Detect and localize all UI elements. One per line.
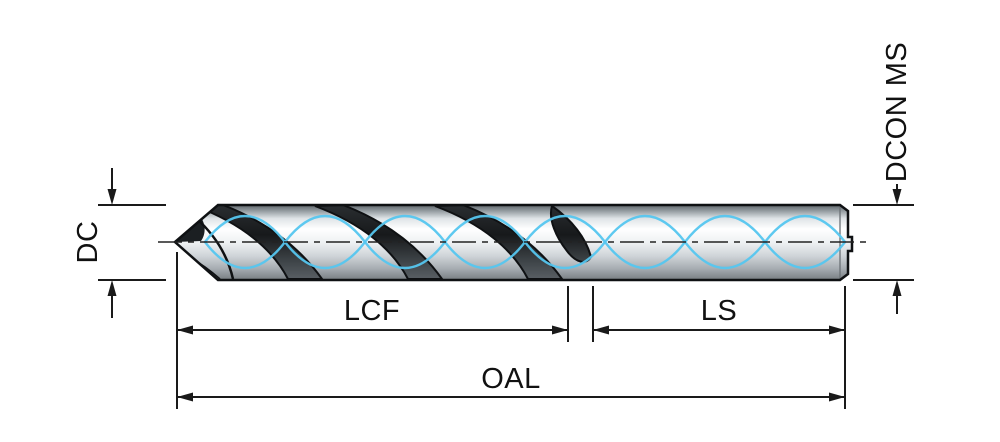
oal-arrowhead-left: [177, 392, 193, 402]
dc-arrowhead-bottom: [107, 280, 117, 296]
drill-outline: [173, 203, 854, 282]
dc-arrowhead-top: [107, 189, 117, 205]
ls-arrowhead-left: [593, 325, 609, 335]
lcf-label: LCF: [344, 295, 400, 327]
ls-dimension: LS: [592, 286, 846, 409]
dc-label: DC: [72, 221, 104, 264]
dcon-arrowhead-top: [892, 189, 902, 205]
lcf-dimension: LCF: [176, 252, 569, 409]
cutting-lip-line: [195, 217, 235, 280]
ls-arrowhead-right: [829, 325, 845, 335]
oal-label: OAL: [481, 363, 541, 395]
dcon-arrowhead-bottom: [892, 280, 902, 296]
oal-arrowhead-right: [829, 392, 845, 402]
oal-dimension: OAL: [177, 363, 845, 402]
lcf-arrowhead-left: [177, 325, 193, 335]
lcf-arrowhead-right: [552, 325, 568, 335]
flute-runout: [550, 205, 593, 263]
dcon-label: DCON MS: [881, 42, 913, 182]
dcon-dimension: DCON MS: [853, 42, 914, 314]
ls-label: LS: [701, 295, 737, 327]
dc-dimension: DC: [72, 168, 166, 318]
